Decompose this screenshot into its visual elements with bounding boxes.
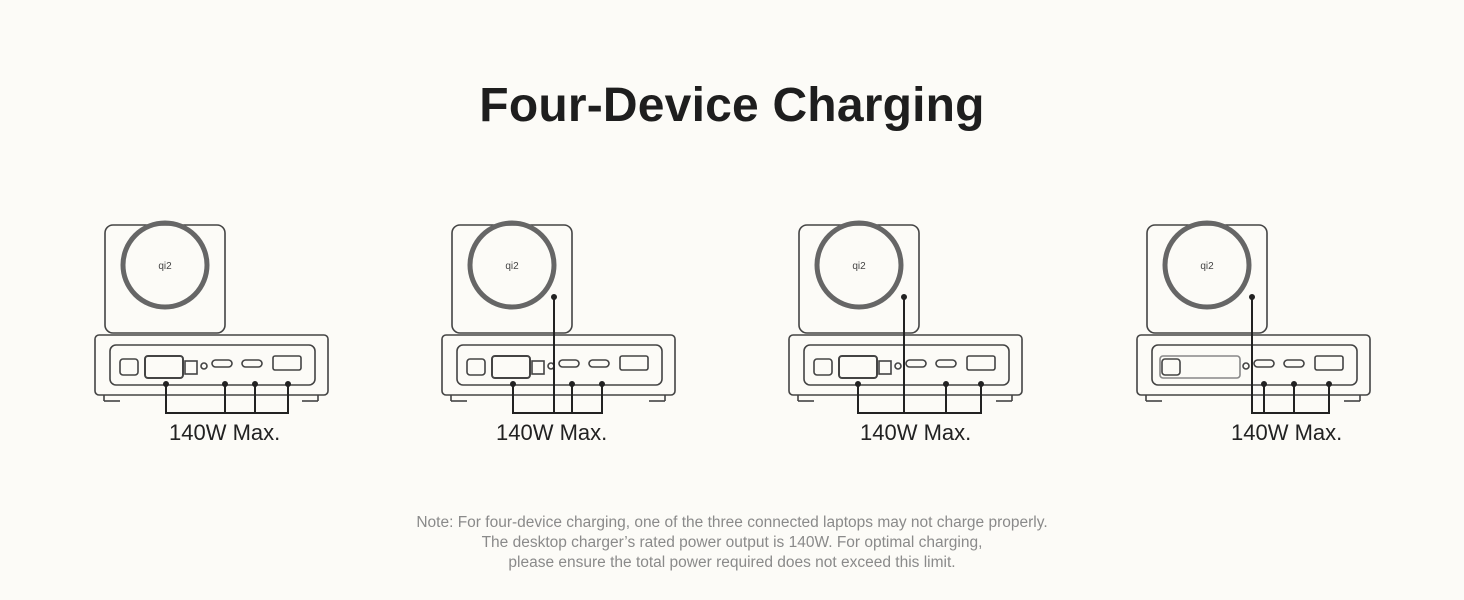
usb-c-port-1: [211, 359, 233, 368]
power-label: 140W Max.: [860, 420, 972, 445]
charger-base: [94, 334, 329, 396]
note-line-3: please ensure the total power required d…: [508, 554, 956, 571]
qi2-logo: qi2: [158, 261, 172, 272]
page-title: Four-Device Charging: [479, 79, 985, 132]
note-line-1: Note: For four-device charging, one of t…: [416, 514, 1048, 531]
note-line-2: The desktop charger’s rated power output…: [481, 534, 983, 551]
charging-diagram-3: qi2 140W Max.: [784, 215, 1044, 465]
connection-lines: [1251, 297, 1330, 414]
charging-diagram-1: qi2 140W Max.: [90, 215, 350, 465]
usb-c-port-2: [935, 359, 957, 368]
charger-base: [788, 334, 1023, 396]
detachable-module: [144, 355, 184, 379]
wireless-charging-ring: [1162, 220, 1252, 310]
wireless-charging-ring: [467, 220, 557, 310]
connection-lines: [165, 384, 289, 414]
charger-base: [1136, 334, 1371, 396]
footnote: Note: For four-device charging, one of t…: [0, 513, 1464, 573]
wireless-charging-ring: [814, 220, 904, 310]
charging-diagram-2: qi2 140W Max.: [437, 215, 697, 465]
connection-lines: [512, 297, 603, 414]
charger-illustration-4: qi2: [1136, 220, 1371, 414]
wireless-charging-ring: [120, 220, 210, 310]
qi2-logo: qi2: [505, 261, 519, 272]
connection-lines: [857, 297, 982, 414]
usb-c-port-1: [558, 359, 580, 368]
power-label: 140W Max.: [1231, 420, 1343, 445]
power-label: 140W Max.: [169, 420, 281, 445]
charger-illustration-1: qi2: [94, 220, 329, 414]
usb-c-port-2: [241, 359, 263, 368]
qi2-logo: qi2: [1200, 261, 1214, 272]
detachable-module-docked: [1159, 355, 1241, 379]
detachable-module: [838, 355, 878, 379]
power-label: 140W Max.: [496, 420, 608, 445]
usb-a-port: [272, 355, 302, 371]
usb-a-port: [966, 355, 996, 371]
port-panel: [109, 344, 316, 386]
usb-a-port: [1314, 355, 1344, 371]
usb-c-port-2: [588, 359, 610, 368]
qi2-logo: qi2: [852, 261, 866, 272]
usb-a-port: [619, 355, 649, 371]
charger-illustration-2: qi2: [441, 220, 676, 414]
usb-c-port-1: [905, 359, 927, 368]
port-panel: [803, 344, 1010, 386]
charger-base: [441, 334, 676, 396]
port-panel: [1151, 344, 1358, 386]
usb-c-port-1: [1253, 359, 1275, 368]
usb-c-port-2: [1283, 359, 1305, 368]
charger-illustration-3: qi2: [788, 220, 1023, 414]
charging-diagram-4: qi2 140W Max.: [1132, 215, 1392, 465]
detachable-module: [491, 355, 531, 379]
port-panel: [456, 344, 663, 386]
